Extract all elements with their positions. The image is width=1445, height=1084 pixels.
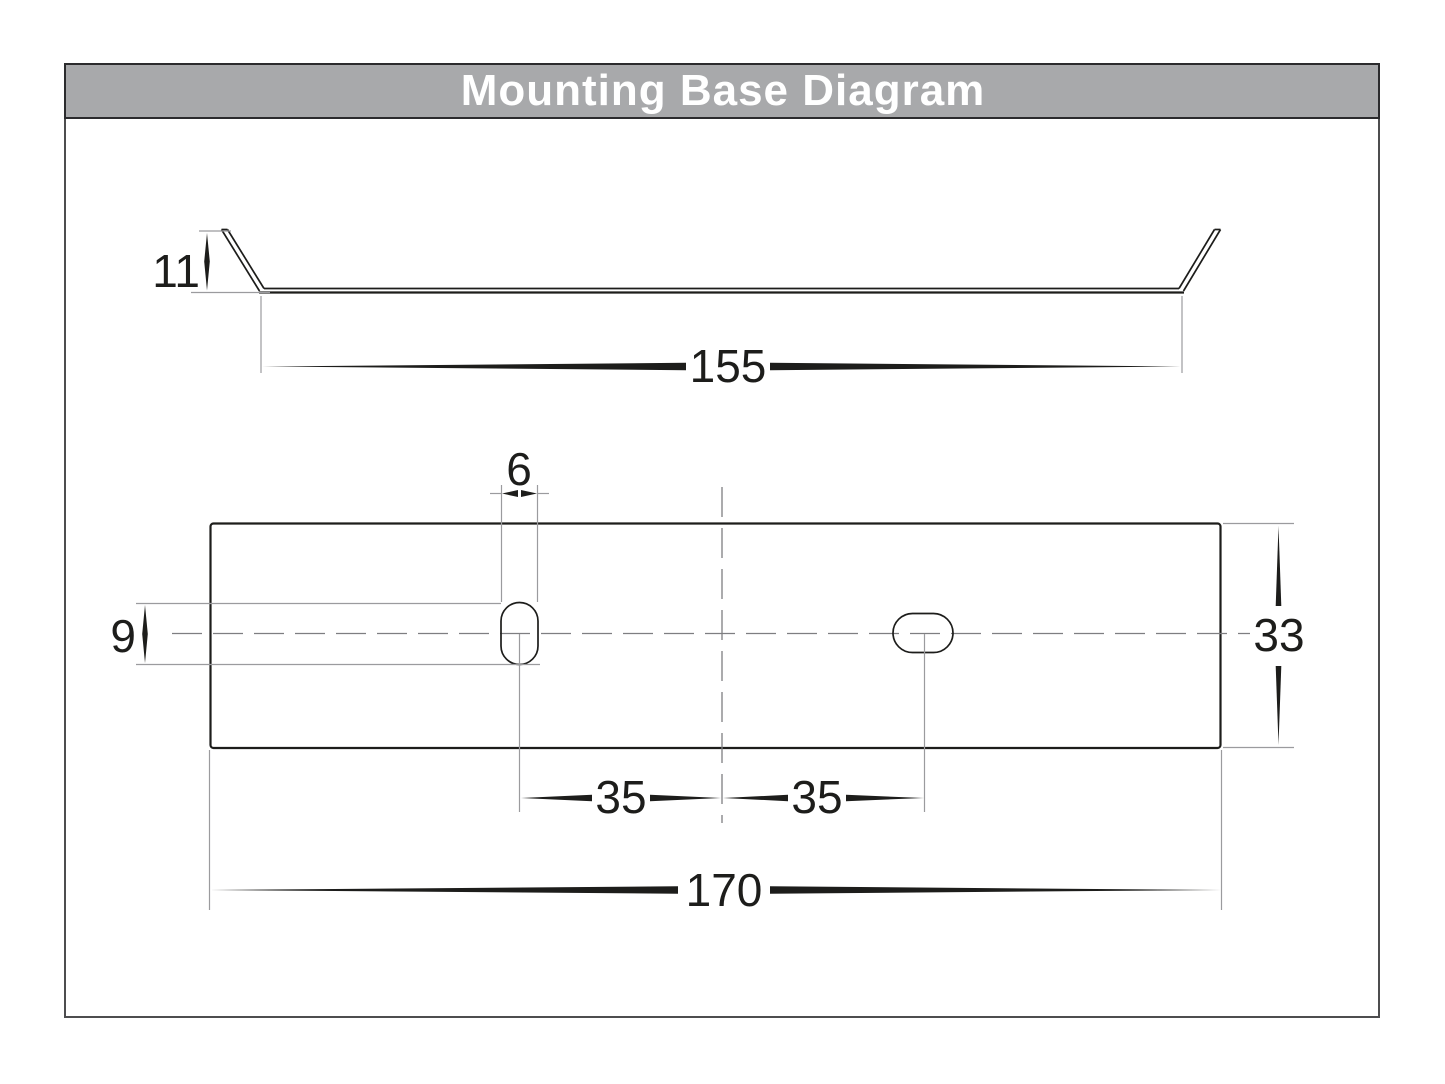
dim-155-spike-right [770,362,1181,371]
dim-base-width: 155 [260,296,1183,392]
dim-slot-width: 6 [490,443,549,602]
dim-170-spike-right [770,886,1221,894]
top-view: 6 9 33 35 35 [110,443,1304,916]
dim-33-label: 33 [1253,609,1304,661]
mounting-plate-outline [209,522,1222,750]
dim-35-right-spike-a [723,794,788,802]
diagram-title: Mounting Base Diagram [461,66,986,115]
profile-left-flange-outer [220,229,261,292]
dim-33-spike-bottom [1275,666,1282,745]
dim-plate-width: 170 [208,750,1223,916]
dim-6-label: 6 [506,443,532,495]
dim-9-label: 9 [110,610,136,662]
dim-slot-length: 9 [110,602,540,666]
profile-left-flange-inner [226,229,265,289]
title-bar [64,63,1380,119]
side-profile-view: 11 155 [152,228,1222,392]
dim-155-spike-left [262,362,686,371]
profile-right-flange-inner [1178,229,1216,289]
dim-9-arrow-spike [142,605,148,663]
profile-right-flange-outer [1182,229,1222,292]
dim-6-arrow-left [502,490,518,497]
dim-35-right-label: 35 [791,771,842,823]
dim-155-label: 155 [690,340,767,392]
dim-11-arrow-spike [204,233,210,291]
dim-35-right-spike-b [846,794,924,802]
dim-170-label: 170 [686,864,763,916]
dim-33-spike-top [1275,526,1282,606]
dim-11-label: 11 [152,245,200,297]
dim-35-left-spike-b [650,794,721,802]
dim-flange-height: 11 [152,230,270,297]
dim-35-left-spike-a [521,794,592,802]
right-slot-hole [892,612,954,654]
dim-6-arrow-right [521,490,537,497]
dim-35-left-label: 35 [595,771,646,823]
dim-hole-spacing: 35 35 [518,634,926,823]
dim-170-spike-left [210,886,678,894]
dim-plate-depth: 33 [1223,522,1305,749]
